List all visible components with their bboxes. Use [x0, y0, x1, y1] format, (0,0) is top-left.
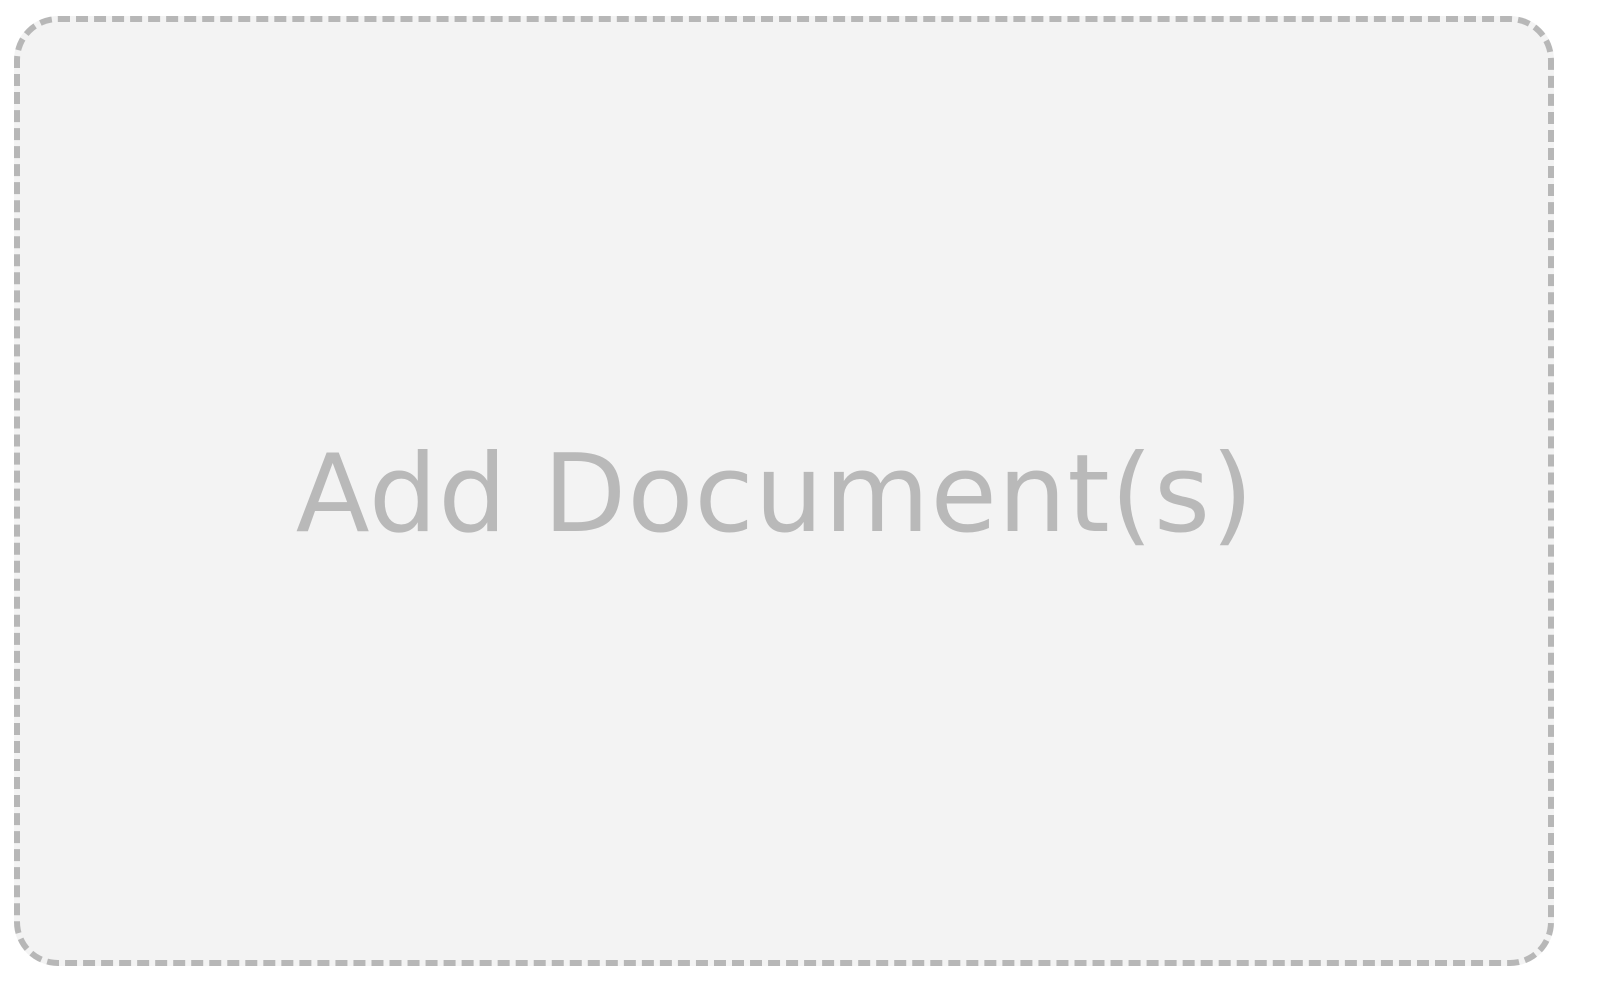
- dropzone-label: Add Document(s): [295, 431, 1255, 557]
- add-documents-dropzone[interactable]: Add Document(s): [14, 16, 1554, 966]
